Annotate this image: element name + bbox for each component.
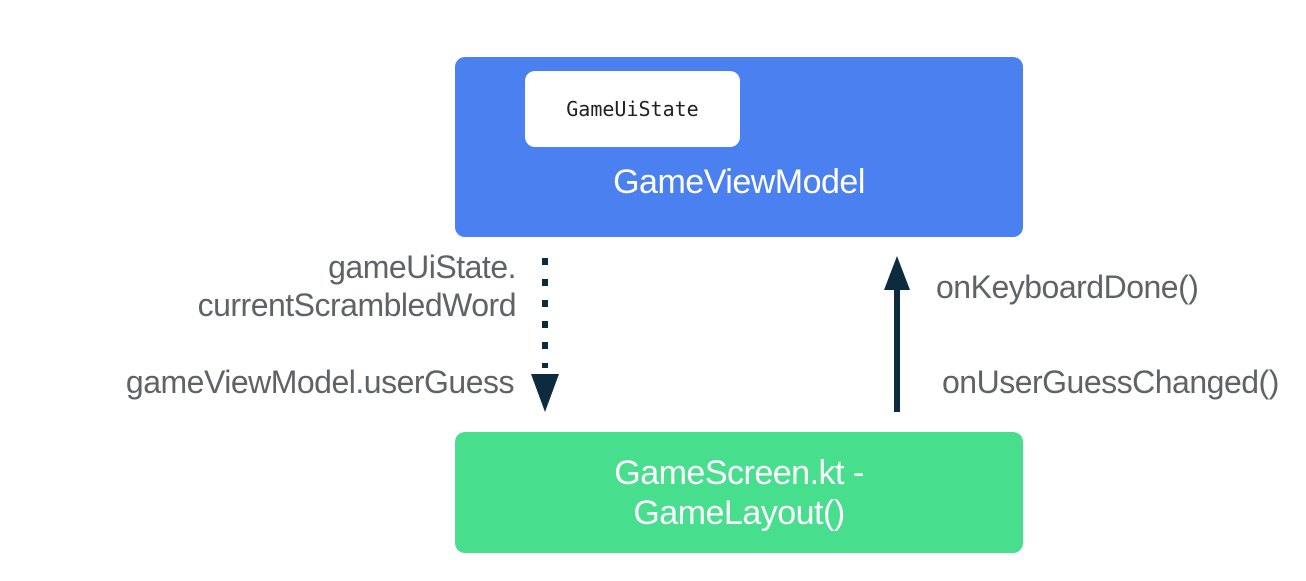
state-flow-label-line2: currentScrambledWord bbox=[197, 287, 517, 323]
game-screen-label-line2: GameLayout() bbox=[633, 493, 845, 532]
state-flow-dotted-arrow bbox=[531, 258, 559, 412]
event-flow-solid-arrow bbox=[884, 256, 910, 412]
game-screen-box: GameScreen.kt - GameLayout() bbox=[455, 432, 1023, 553]
state-flow-label-line1: gameUiState. bbox=[328, 249, 516, 285]
game-view-model-box: GameUiState GameViewModel bbox=[455, 57, 1023, 237]
game-ui-state-chip: GameUiState bbox=[525, 71, 740, 147]
user-guess-label: gameViewModel.userGuess bbox=[125, 364, 515, 400]
keyboard-done-label: onKeyboardDone() bbox=[936, 269, 1199, 305]
game-screen-label-line1: GameScreen.kt - bbox=[614, 453, 864, 492]
user-guess-changed-label: onUserGuessChanged() bbox=[942, 364, 1279, 400]
game-view-model-label: GameViewModel bbox=[613, 163, 865, 201]
